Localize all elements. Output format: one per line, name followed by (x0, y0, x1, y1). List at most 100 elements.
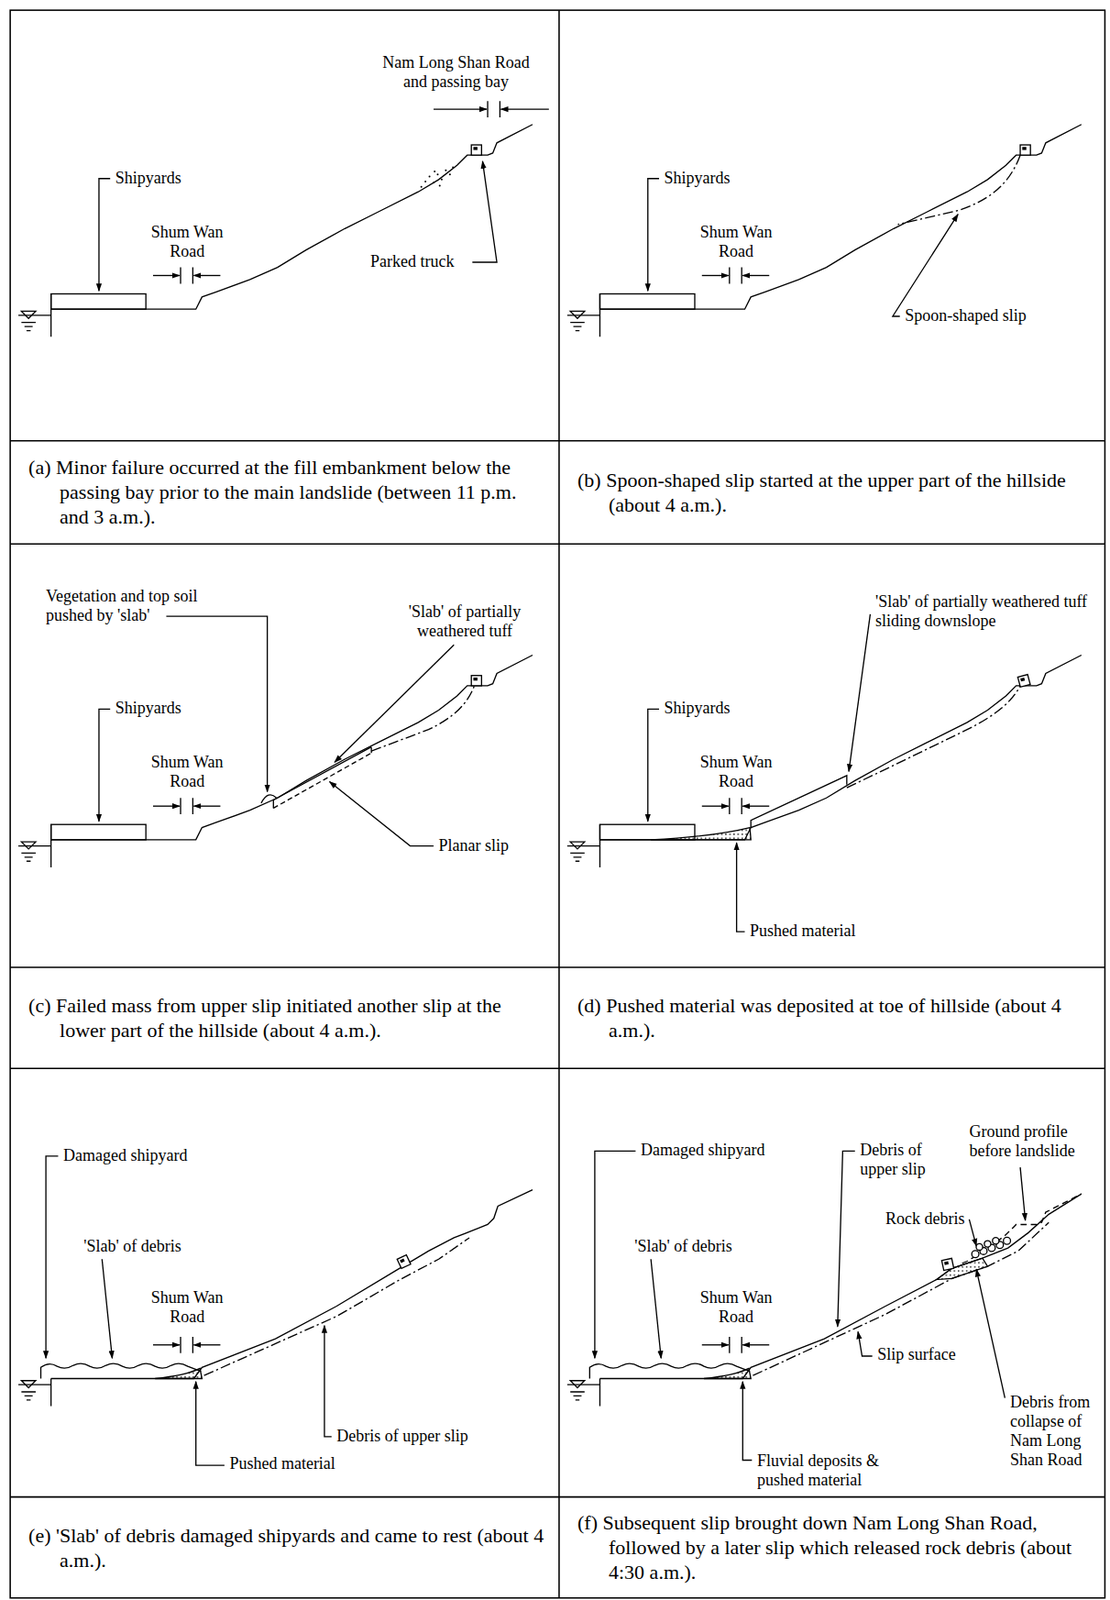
callout-label: 'Slab' of debris (634, 1236, 758, 1256)
line-art (45, 1155, 58, 1358)
caption-box: (f) Subsequent slip brought down Nam Lon… (559, 1496, 1106, 1598)
line-art (567, 654, 1082, 867)
callout-label: Shipyards (115, 698, 208, 718)
line-art (433, 170, 436, 173)
caption-box: (c) Failed mass from upper slip initiate… (10, 967, 560, 1068)
grid-lines (10, 10, 1105, 1598)
callout-label: Slip surface (877, 1344, 979, 1364)
callout-label: Fluvial deposits & pushed material (757, 1450, 895, 1490)
line-art (487, 100, 500, 118)
callout-label: Shum Wan Road (143, 1287, 231, 1327)
line-art (471, 144, 482, 155)
callout-label: Parked truck (370, 252, 483, 272)
line-art (837, 1150, 856, 1326)
callout-label: Debris of upper slip (336, 1426, 490, 1446)
line-art (971, 1236, 1011, 1257)
frame (10, 10, 1105, 1598)
line-art (396, 1254, 411, 1269)
line-art (968, 1219, 977, 1246)
panel-f-drawing (567, 1150, 1082, 1460)
line-art (432, 181, 435, 184)
line-art (18, 1258, 220, 1406)
line-art (752, 1221, 1049, 1375)
line-art (1003, 1236, 1012, 1244)
caption-text: (e) 'Slab' of debris damaged shipyards a… (28, 1522, 549, 1572)
line-art (433, 108, 487, 110)
line-art (451, 166, 454, 169)
line-art (742, 1381, 752, 1461)
caption-text: (a) Minor failure occurred at the fill e… (28, 454, 549, 529)
caption-text: (b) Spoon-shaped slip started at the upp… (577, 467, 1095, 517)
callout-label: Shum Wan Road (692, 222, 781, 262)
panel-e-drawing (18, 1155, 533, 1465)
callout-label: Shum Wan Road (692, 752, 781, 792)
callout-label: Planar slip (439, 835, 541, 856)
line-art (428, 175, 431, 178)
line-art (848, 614, 870, 771)
callout-label: Pushed material (229, 1453, 363, 1473)
line-art (273, 752, 372, 808)
callout-label: Shipyards (115, 168, 208, 188)
line-art (750, 775, 847, 828)
line-art (892, 214, 958, 317)
callout-label: Shum Wan Road (143, 752, 231, 792)
callout-label: Nam Long Shan Road and passing bay (373, 53, 539, 92)
line-art (449, 173, 451, 176)
line-art (971, 1250, 979, 1258)
line-art (18, 124, 533, 337)
line-art (594, 1150, 637, 1358)
callout-label: Vegetation and top soil pushed by 'slab' (45, 586, 220, 626)
line-art (440, 178, 443, 181)
line-art (962, 1193, 1082, 1264)
line-art (439, 185, 441, 187)
callout-label: Debris of upper slip (859, 1140, 938, 1179)
line-art (204, 1237, 470, 1375)
line-art (567, 124, 1082, 337)
callout-label: Damaged shipyard (63, 1145, 217, 1165)
line-art (501, 108, 550, 110)
callout-label: Debris from collapse of Nam Long Shan Ro… (1010, 1392, 1098, 1470)
caption-box: (e) 'Slab' of debris damaged shipyards a… (10, 1496, 560, 1598)
callout-label: Damaged shipyard (640, 1140, 794, 1160)
line-art (941, 1257, 954, 1270)
line-art (471, 675, 482, 686)
line-art (1020, 1166, 1026, 1220)
panel-b-drawing (567, 124, 1082, 337)
callout-label: 'Slab' of partially weathered tuff (406, 602, 524, 641)
callout-label: Ground profile before landslide (968, 1121, 1093, 1161)
line-art (444, 169, 447, 172)
line-art (736, 842, 746, 932)
line-art (567, 1258, 770, 1406)
line-art (324, 1325, 332, 1437)
line-art (10, 10, 1105, 1598)
panel-c-drawing (18, 615, 533, 868)
panel-d-drawing (567, 614, 1082, 932)
callout-label: Rock debris (885, 1208, 978, 1229)
callout-label: Shipyards (664, 698, 757, 718)
callout-label: 'Slab' of partially weathered tuff slidi… (875, 592, 1095, 631)
line-art (329, 780, 435, 846)
line-art (1020, 144, 1031, 155)
line-art (984, 1240, 991, 1247)
caption-box: (d) Pushed material was deposited at toe… (559, 967, 1106, 1068)
line-art (273, 747, 372, 809)
line-art (424, 180, 427, 183)
line-art (976, 1242, 983, 1250)
line-art (472, 161, 497, 263)
panel-a-drawing (18, 100, 550, 337)
line-art (371, 685, 474, 751)
callout-label: Shum Wan Road (692, 1287, 781, 1327)
line-art (196, 1381, 225, 1465)
line-art (992, 1237, 1000, 1244)
line-art (420, 166, 455, 188)
caption-text: (f) Subsequent slip brought down Nam Lon… (577, 1509, 1095, 1584)
line-art (420, 186, 423, 188)
caption-box: (a) Minor failure occurred at the fill e… (10, 440, 560, 544)
line-art (846, 685, 1021, 788)
line-art (334, 644, 454, 762)
callout-label: 'Slab' of debris (83, 1236, 207, 1256)
line-art (51, 1189, 533, 1379)
callout-label: Spoon-shaped slip (904, 306, 1058, 326)
line-art (436, 173, 439, 176)
